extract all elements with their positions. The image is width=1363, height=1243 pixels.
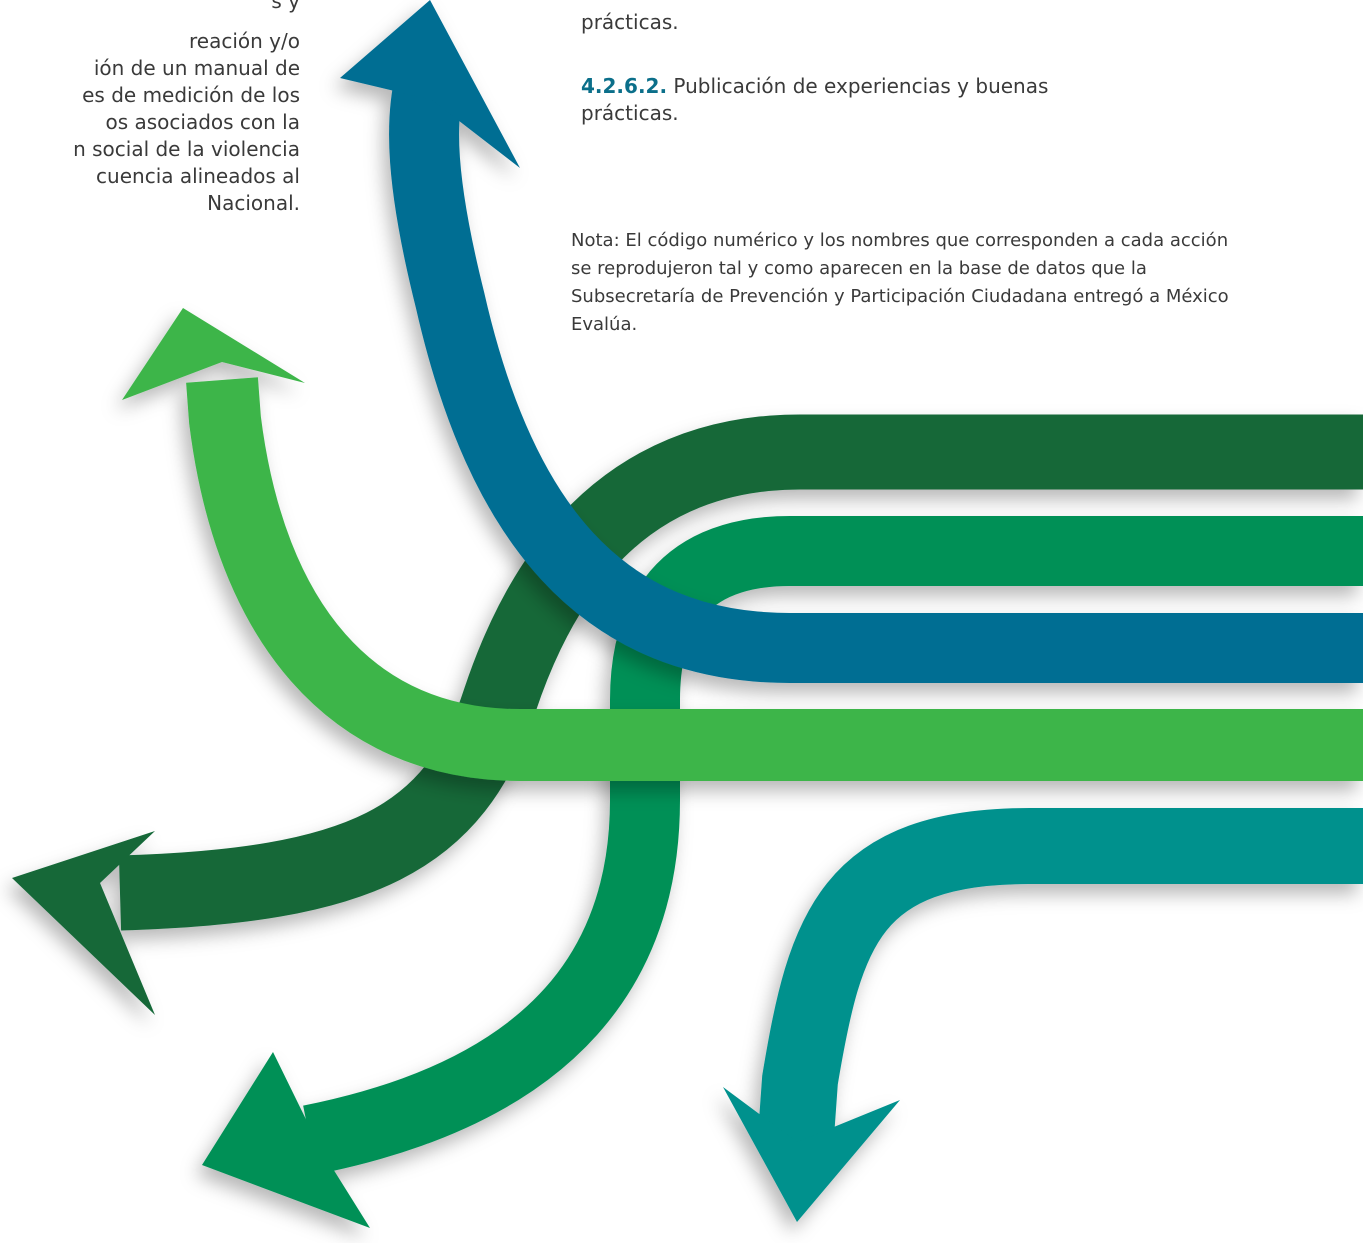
light-green-arrow [122,308,1363,781]
text-line: n social de la violencia [73,137,300,161]
list-item-text: prácticas. [581,101,679,125]
action-code: 4.2.6.2. [581,74,668,98]
text-line: s y [271,0,300,13]
blue-arrow [340,0,1363,683]
text-line: cuencia alineados al [96,164,300,188]
note-text: Nota: El código numérico y los nombres q… [571,230,1229,335]
text-line: reación y/o [189,29,300,53]
list-item-text: prácticas. [581,10,679,34]
list-item-text: 4.2.6.2. Publicación de experiencias y b… [581,73,1141,100]
mid-green-arrow [202,516,1363,1228]
action-text: Publicación de experiencias y buenas [667,74,1049,98]
list-item-tail: prácticas. [581,9,1141,36]
text-line: Nacional. [207,191,300,215]
teal-arrow [723,808,1363,1222]
list-item: 4.2.6.2. Publicación de experiencias y b… [581,73,1141,127]
dark-green-arrow [12,414,1363,1015]
text-line: es de medición de los [82,83,300,107]
text-line: ión de un manual de [93,56,300,80]
left-text-block: s y reación y/o ión de un manual de es d… [0,0,300,217]
text-line: os asociados con la [105,110,300,134]
